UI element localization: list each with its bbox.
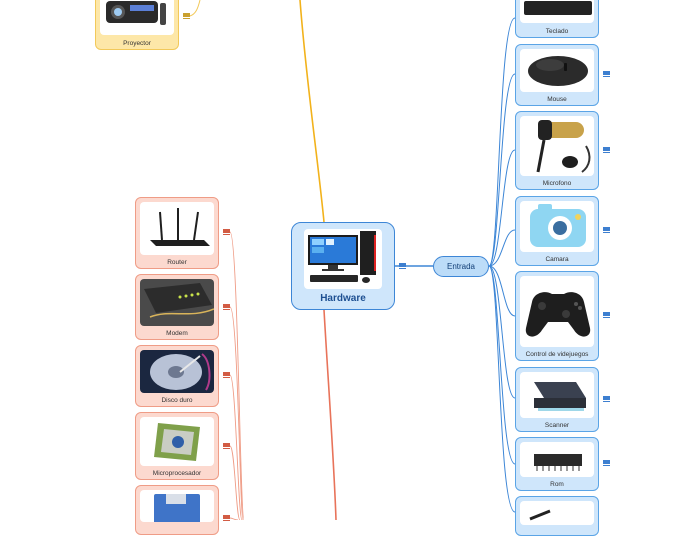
modem-icon bbox=[140, 279, 214, 326]
node-label: Modem bbox=[166, 330, 188, 337]
node-scanner[interactable]: Scanner bbox=[515, 367, 599, 432]
mind-map-canvas: Proyector Hardware Entrada bbox=[95, 0, 610, 536]
menu-icon[interactable] bbox=[603, 71, 610, 78]
rom-chip-icon bbox=[520, 442, 594, 477]
node-camara[interactable]: Camara bbox=[515, 196, 599, 266]
connector-lines bbox=[189, 0, 516, 520]
node-teclado[interactable]: Teclado bbox=[515, 0, 599, 38]
node-label: Microfono bbox=[542, 180, 572, 187]
projector-icon bbox=[100, 0, 174, 35]
node-label: Teclado bbox=[545, 28, 569, 35]
central-node-hardware[interactable]: Hardware bbox=[291, 222, 395, 310]
camera-icon bbox=[520, 201, 594, 252]
node-disco-duro[interactable]: Disco duro bbox=[135, 345, 219, 407]
node-label: Scanner bbox=[544, 422, 570, 429]
node-label: Control de videjuegos bbox=[525, 351, 589, 358]
branch-node-entrada[interactable]: Entrada bbox=[433, 256, 489, 277]
menu-icon[interactable] bbox=[223, 515, 230, 522]
router-icon bbox=[140, 202, 214, 255]
node-modem[interactable]: Modem bbox=[135, 274, 219, 340]
floppy-disk-icon bbox=[140, 490, 214, 522]
node-proyector[interactable]: Proyector bbox=[95, 0, 179, 50]
microphone-icon bbox=[520, 116, 594, 176]
menu-icon[interactable] bbox=[399, 263, 406, 270]
mouse-icon bbox=[520, 49, 594, 92]
menu-icon[interactable] bbox=[183, 13, 190, 20]
menu-icon[interactable] bbox=[603, 312, 610, 319]
node-mouse[interactable]: Mouse bbox=[515, 44, 599, 106]
node-label: Proyector bbox=[123, 40, 151, 47]
node-rom[interactable]: Rom bbox=[515, 437, 599, 491]
gamepad-icon bbox=[520, 276, 594, 347]
desktop-computer-icon bbox=[304, 229, 382, 289]
hard-drive-icon bbox=[140, 350, 214, 393]
node-floppy[interactable] bbox=[135, 485, 219, 535]
node-microprocesador[interactable]: Microprocesador bbox=[135, 412, 219, 480]
central-title: Hardware bbox=[320, 293, 366, 304]
menu-icon[interactable] bbox=[603, 460, 610, 467]
menu-icon[interactable] bbox=[223, 443, 230, 450]
node-label: Microprocesador bbox=[152, 470, 202, 477]
keyboard-icon bbox=[520, 0, 594, 23]
node-label: Disco duro bbox=[161, 397, 193, 404]
node-label: Rom bbox=[550, 481, 564, 488]
pen-icon bbox=[520, 501, 594, 525]
node-label: Router bbox=[167, 259, 187, 266]
node-pen[interactable] bbox=[515, 496, 599, 536]
menu-icon[interactable] bbox=[603, 396, 610, 403]
scanner-icon bbox=[520, 372, 594, 418]
menu-icon[interactable] bbox=[223, 229, 230, 236]
node-label: Camara bbox=[545, 256, 569, 263]
node-label: Mouse bbox=[547, 96, 567, 103]
cpu-icon bbox=[140, 417, 214, 466]
node-control-videojuegos[interactable]: Control de videjuegos bbox=[515, 271, 599, 361]
menu-icon[interactable] bbox=[223, 372, 230, 379]
menu-icon[interactable] bbox=[223, 304, 230, 311]
node-microfono[interactable]: Microfono bbox=[515, 111, 599, 190]
menu-icon[interactable] bbox=[603, 147, 610, 154]
menu-icon[interactable] bbox=[603, 227, 610, 234]
node-router[interactable]: Router bbox=[135, 197, 219, 269]
